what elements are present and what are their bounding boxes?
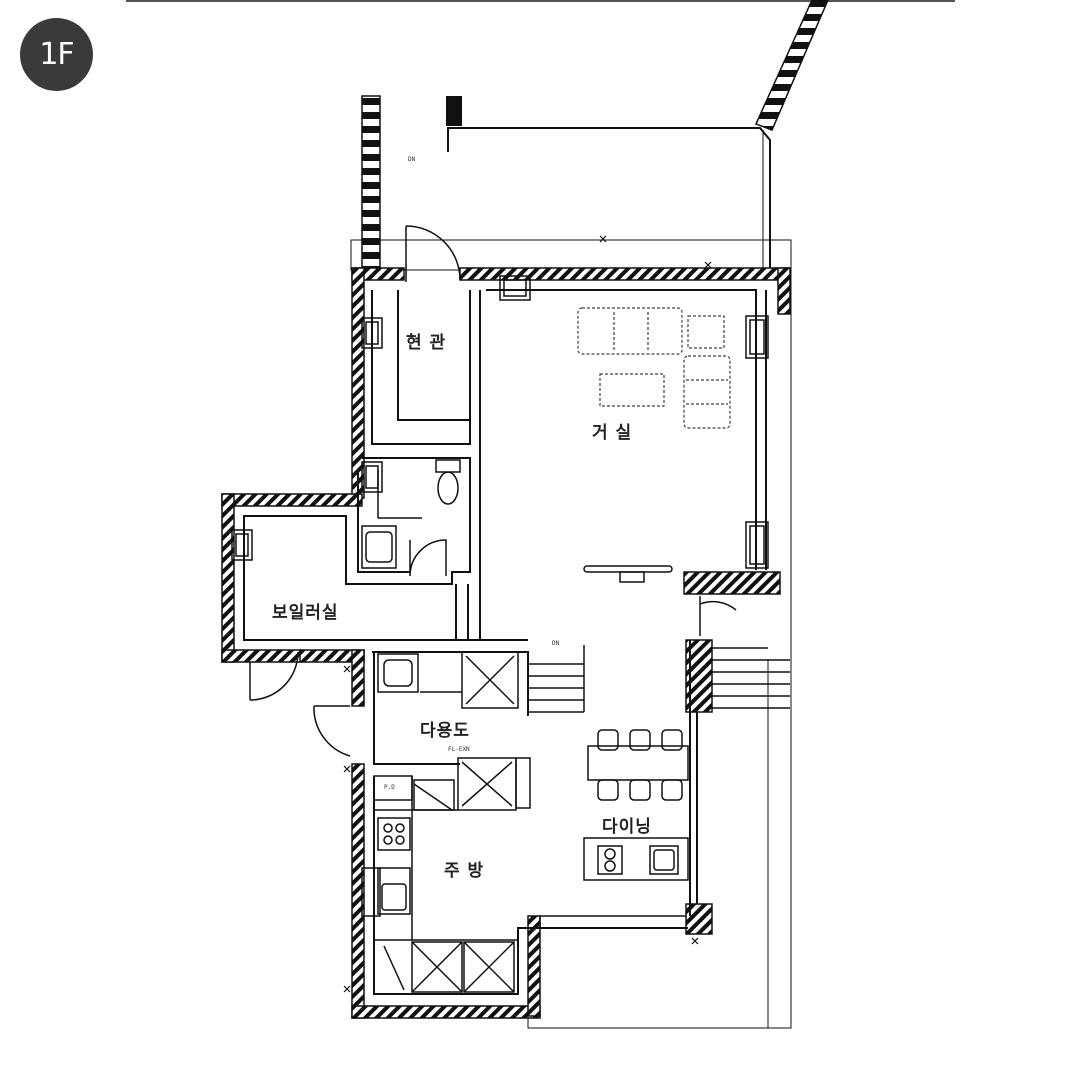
- kitchen-counter: [373, 775, 518, 993]
- room-label-kitchen: 주 방: [444, 861, 485, 881]
- room-label-boiler: 보일러실: [272, 603, 339, 623]
- fence-post-left: [361, 95, 381, 269]
- exterior-walls: [221, 267, 791, 1019]
- note-dn-top: DN: [408, 156, 416, 163]
- door-swings: [249, 225, 737, 757]
- interior-walls: [243, 289, 767, 995]
- windows: [231, 275, 769, 917]
- note-level-mark: FL-EXN: [448, 746, 470, 753]
- markers: [343, 235, 712, 993]
- room-label-utility: 다용도: [420, 721, 470, 741]
- fence-post-mid: [446, 96, 462, 126]
- tv-console: [583, 565, 673, 583]
- room-label-living: 거 실: [592, 423, 633, 443]
- stairs: [528, 645, 790, 713]
- site-rectangle: [350, 239, 792, 271]
- site-rectangle-right: [527, 240, 792, 1029]
- kitchen-island: [583, 837, 689, 881]
- bathroom-fixtures: [361, 459, 461, 569]
- note-pd: P.D: [384, 784, 395, 791]
- room-label-dining: 다이닝: [602, 817, 652, 837]
- deck-outline: [447, 127, 771, 270]
- diagonal-fence: [754, 0, 829, 131]
- floor-badge: 1F: [20, 18, 93, 91]
- note-dn-stair: DN: [552, 640, 560, 647]
- living-furniture: [577, 307, 731, 429]
- utility-appliances: [377, 651, 531, 811]
- dining-table: [587, 729, 689, 801]
- room-label-entrance: 현 관: [406, 333, 447, 353]
